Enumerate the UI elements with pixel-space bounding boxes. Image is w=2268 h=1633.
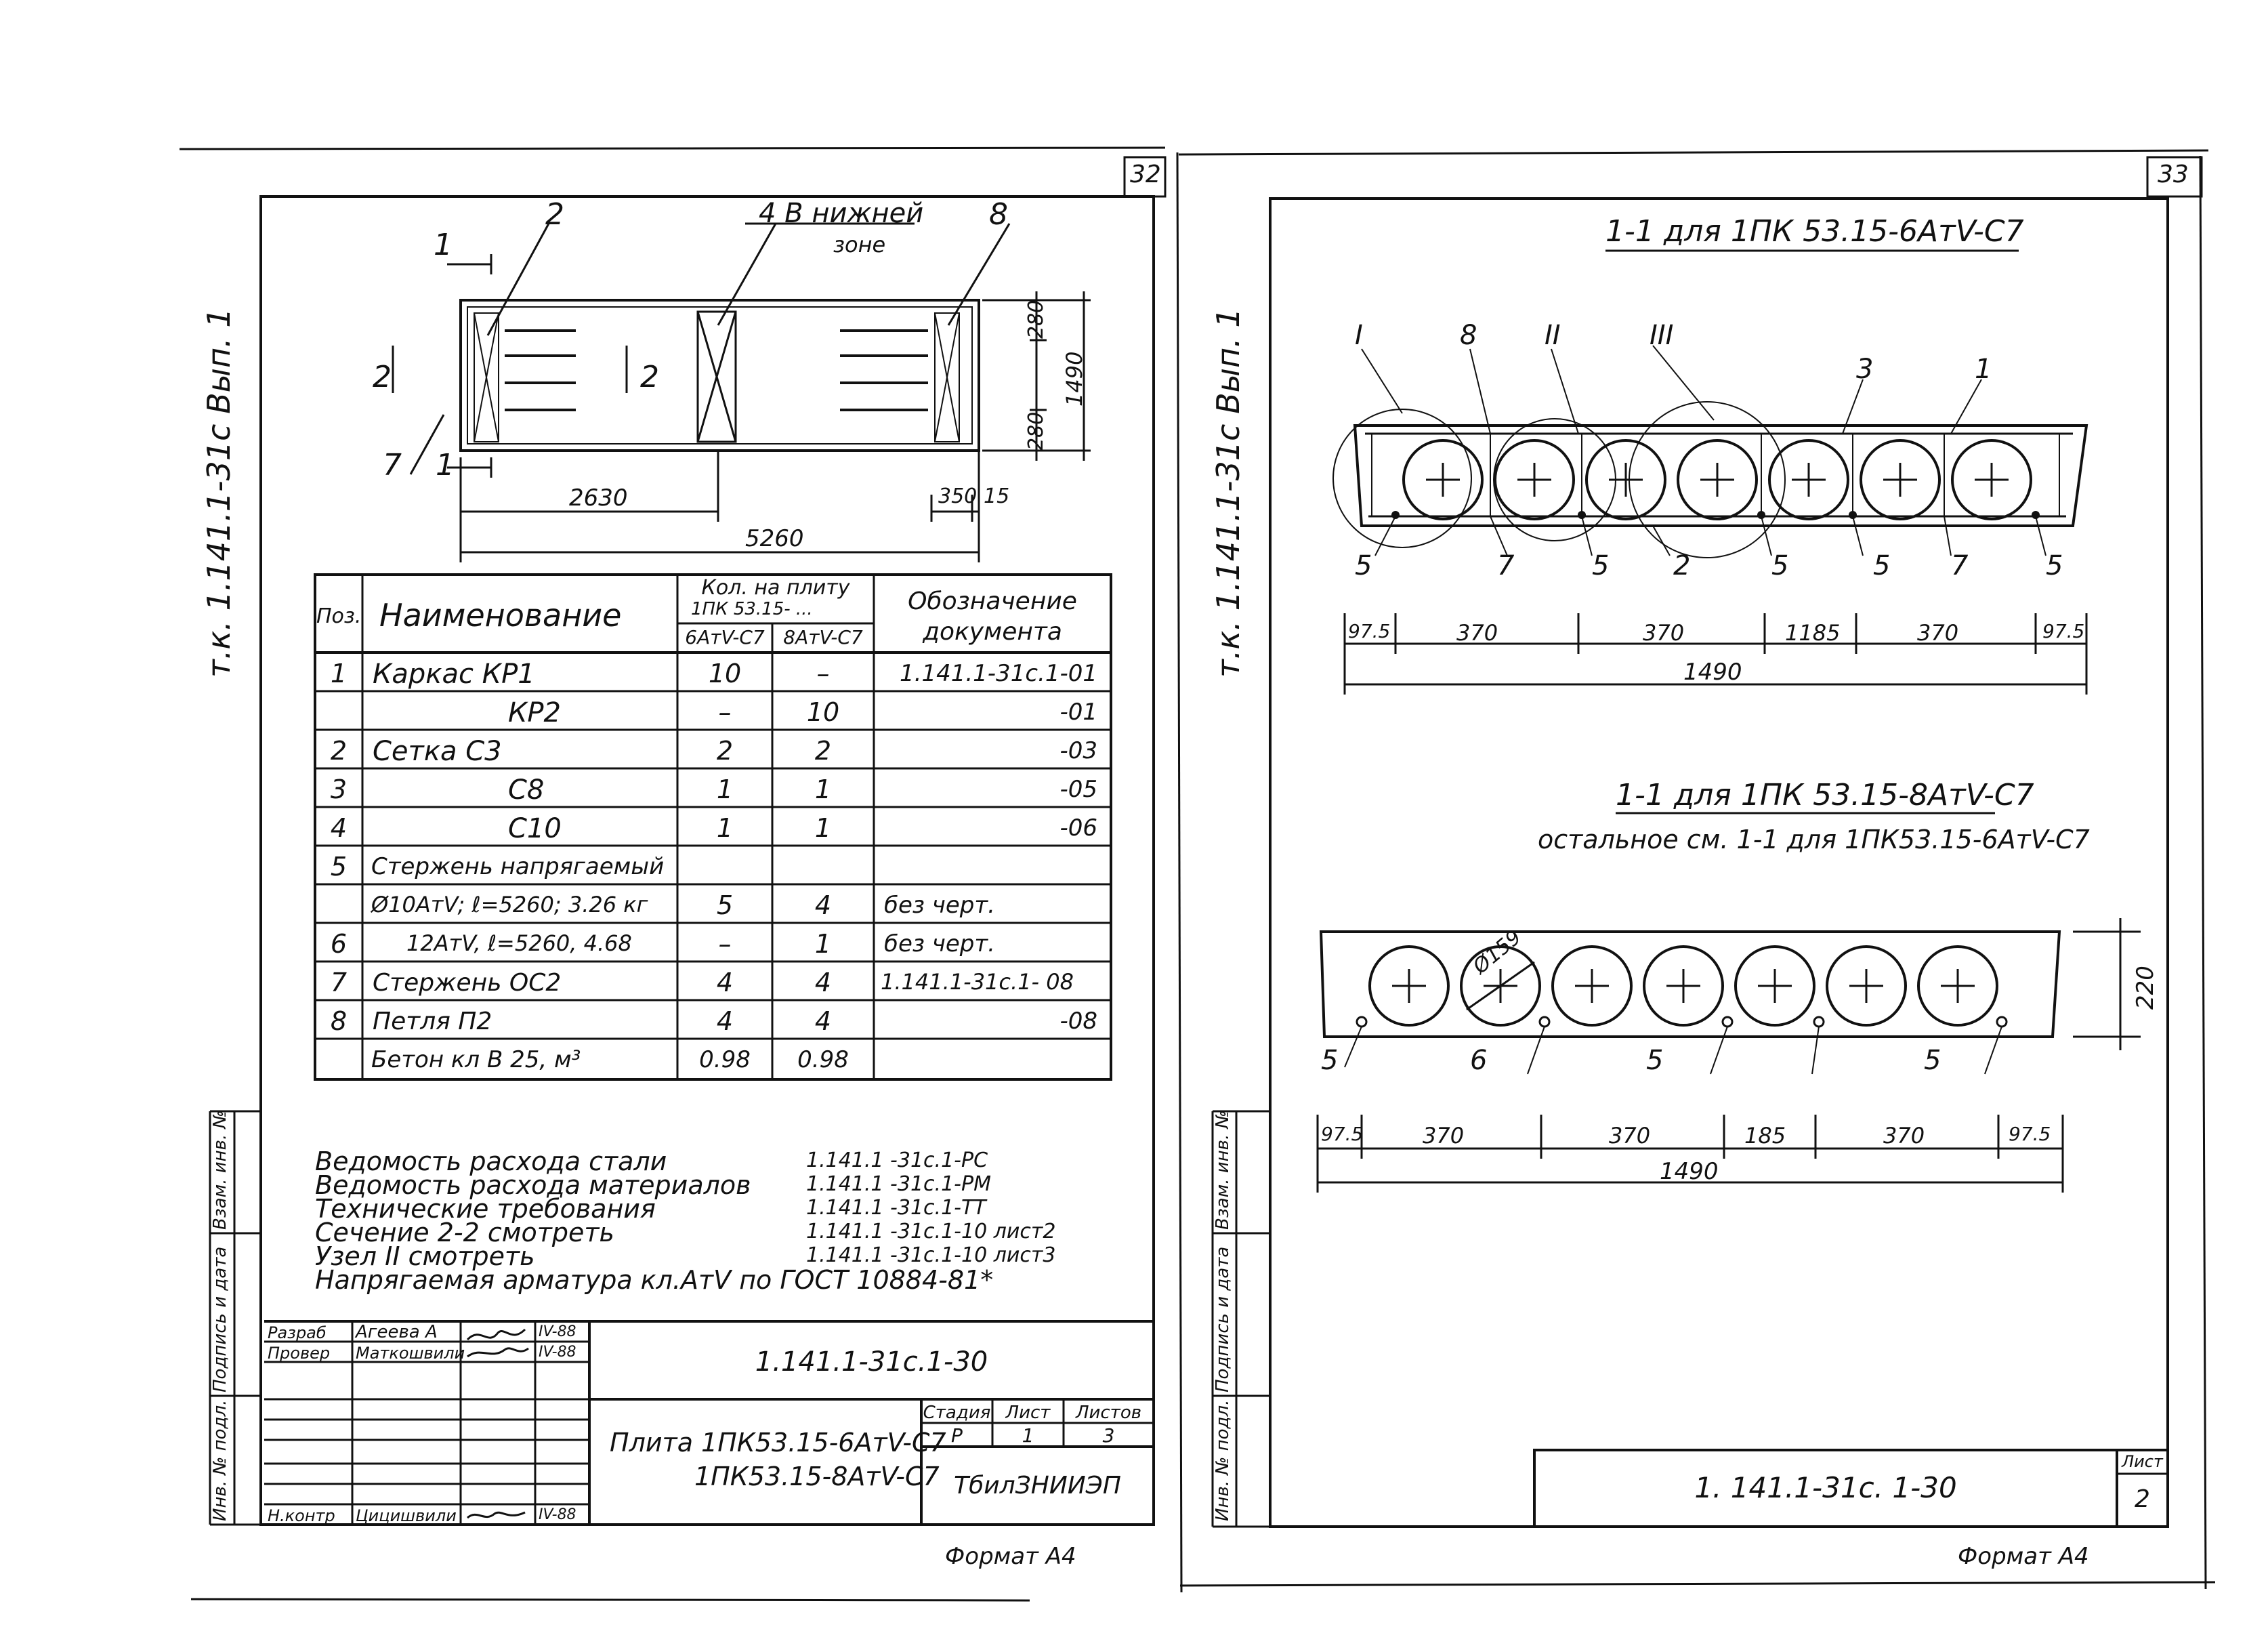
note-text: Технические требования bbox=[315, 1194, 656, 1224]
doc-code-right: 1. 141.1-31с. 1-30 bbox=[1694, 1471, 1957, 1504]
left-corner-number: 32 bbox=[1130, 161, 1161, 188]
doc-code: 1.141.1-31с.1-30 bbox=[755, 1346, 988, 1378]
th-qty: Кол. на плиту bbox=[701, 576, 850, 600]
note-ref: 1.141.1 -31с.1-10 лист2 bbox=[806, 1220, 1056, 1243]
signature-drawing bbox=[467, 1511, 526, 1519]
dim-5260: 5260 bbox=[745, 525, 804, 552]
list-label-right: Лист bbox=[2122, 1452, 2163, 1471]
sheet-title-2: 1ПК53.15-8АтV-С7 bbox=[694, 1462, 940, 1491]
dim-280-top: 280 bbox=[1024, 299, 1048, 339]
stamp-vzam: Взам. инв. № bbox=[1213, 1110, 1233, 1230]
stamp-inv-podl: Инв. № подл. bbox=[1213, 1399, 1233, 1521]
note-text: Ведомость расхода стали bbox=[315, 1146, 667, 1176]
plan-section-2-left: 2 bbox=[373, 360, 392, 394]
signature-drawing bbox=[466, 1328, 529, 1358]
section-2-title: 1-1 для 1ПК 53.15-8АтV-С7 bbox=[1616, 778, 2034, 812]
list-value-right: 2 bbox=[2135, 1485, 2150, 1513]
plan-callout-1: 1 bbox=[434, 228, 453, 262]
dim-2630: 2630 bbox=[569, 484, 628, 512]
note-text: Сечение 2-2 смотреть bbox=[315, 1218, 614, 1247]
dim-15: 15 bbox=[984, 484, 1010, 508]
right-corner-number: 33 bbox=[2158, 161, 2189, 188]
plan-callout-7: 7 bbox=[383, 448, 402, 482]
plan-callout-4: 4 В нижней bbox=[759, 198, 924, 229]
th-col-8: 8АтV-С7 bbox=[783, 626, 863, 648]
section-1-title: 1-1 для 1ПК 53.15-6АтV-С7 bbox=[1605, 214, 2024, 249]
note-ref: 1.141.1 -31с.1-РС bbox=[806, 1149, 988, 1172]
height-dim: 220 bbox=[2132, 966, 2159, 1010]
right-side-label: т.к. 1.141.1-31с Вып. 1 bbox=[1210, 308, 1246, 678]
plan-callout-2: 2 bbox=[545, 197, 564, 232]
plan-section-2-right: 2 bbox=[640, 360, 659, 394]
th-col-6: 6АтV-С7 bbox=[685, 626, 765, 648]
plan-callout-4-zone: зоне bbox=[833, 232, 886, 257]
dim-350: 350 bbox=[938, 484, 978, 508]
sheet-title-1: Плита 1ПК53.15-6АтV-С7 bbox=[610, 1428, 946, 1458]
note-ref: 1.141.1 -31с.1-РМ bbox=[806, 1172, 991, 1196]
note-last: Напрягаемая арматура кл.АтV по ГОСТ 1088… bbox=[315, 1265, 994, 1295]
th-doc-2: документа bbox=[923, 618, 1062, 646]
stamp-inv-podl: Инв. № подл. bbox=[210, 1399, 230, 1521]
stamp-podpis: Подпись и дата bbox=[1213, 1246, 1233, 1392]
dim-280-bottom: 280 bbox=[1024, 411, 1048, 451]
dim-1490: 1490 bbox=[1062, 351, 1087, 407]
th-name: Наименование bbox=[379, 597, 622, 634]
format-label-left: Формат А4 bbox=[945, 1543, 1076, 1570]
note-text: Ведомость расхода материалов bbox=[315, 1170, 751, 1200]
plan-section-1b: 1 bbox=[436, 448, 455, 482]
section-2-subtitle: остальное см. 1-1 для 1ПК53.15-6АтV-С7 bbox=[1538, 825, 2090, 854]
format-label-right: Формат А4 bbox=[1958, 1543, 2089, 1570]
stamp-vzam: Взам. инв. № bbox=[210, 1110, 230, 1230]
th-pos: Поз. bbox=[316, 604, 362, 628]
note-text: Узел II смотреть bbox=[315, 1241, 535, 1271]
left-side-label: т.к. 1.141.1-31с Вып. 1 bbox=[201, 308, 237, 678]
organization: ТбилЗНИИЭП bbox=[954, 1472, 1121, 1500]
th-qty-sub: 1ПК 53.15- ... bbox=[691, 599, 813, 619]
th-doc: Обозначение bbox=[908, 587, 1077, 615]
stamp-podpis: Подпись и дата bbox=[210, 1246, 230, 1392]
note-ref: 1.141.1 -31с.1-ТТ bbox=[806, 1196, 986, 1220]
note-ref: 1.141.1 -31с.1-10 лист3 bbox=[806, 1243, 1056, 1267]
plan-callout-8: 8 bbox=[989, 197, 1008, 232]
